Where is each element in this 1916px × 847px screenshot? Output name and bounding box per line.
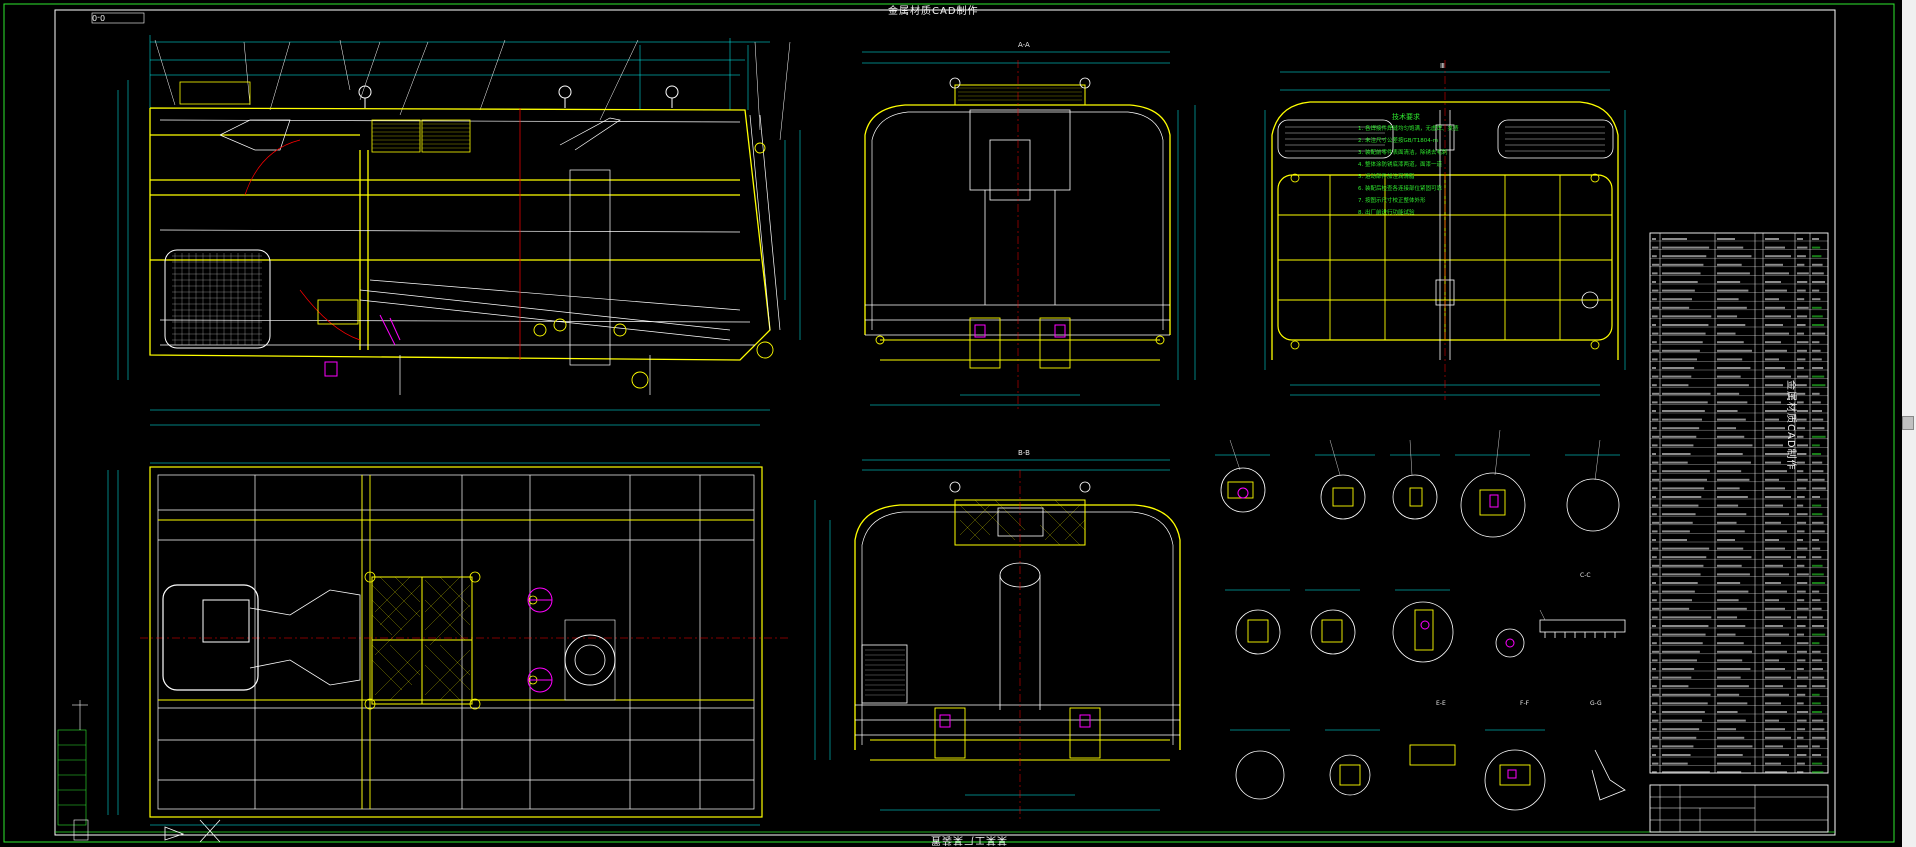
side-view xyxy=(117,35,801,426)
detail-label-gg: G-G xyxy=(1590,700,1602,707)
ucs-icon xyxy=(164,819,221,843)
rear-view xyxy=(1264,60,1626,400)
plan-view xyxy=(107,462,790,826)
front-view-top xyxy=(862,51,1196,410)
detail-label-ee: E-E xyxy=(1436,700,1446,707)
detail-label-cc: C-C xyxy=(1580,572,1591,579)
detail-label-ff: F-F xyxy=(1520,700,1530,707)
drawing-title-top: 金属材质CAD制作 xyxy=(888,6,979,17)
front-view-bottom xyxy=(814,459,1181,820)
scrollbar-thumb[interactable] xyxy=(1902,416,1914,430)
technical-note: 4. 整体涂防锈底漆两道，面漆一道 xyxy=(1358,162,1442,168)
section-label-aa: A-A xyxy=(1018,41,1030,49)
drawing-frame xyxy=(3,3,1895,843)
technical-note: 6. 装配后检查各连接部位紧固可靠 xyxy=(1358,186,1442,192)
technical-note: 1. 各焊接件焊缝均匀饱满，无虚焊、夹渣 xyxy=(1358,126,1459,132)
technical-notes-heading: 技术要求 xyxy=(1392,113,1420,121)
technical-note: 3. 装配前零件表面清洁，除锈去毛刺 xyxy=(1358,150,1448,156)
left-title-block xyxy=(57,700,89,841)
detail-views xyxy=(1215,429,1626,811)
technical-note: 2. 未注尺寸公差按GB/T1804-m xyxy=(1358,138,1439,144)
parts-table xyxy=(1649,232,1829,833)
drawing-title-side: 金属材质CAD制作 xyxy=(1785,380,1796,471)
drawing-number: 0-0 xyxy=(92,13,106,22)
vertical-scrollbar[interactable] xyxy=(1902,0,1916,847)
drawing-title-bottom: 某某工厂某装置 xyxy=(930,834,1007,845)
section-label-bb: B-B xyxy=(1018,449,1030,457)
technical-note: 7. 按图示尺寸校正整体外形 xyxy=(1358,198,1426,204)
technical-note: 8. 出厂前进行功能试验 xyxy=(1358,210,1415,216)
technical-note: 5. 运动部件加注润滑脂 xyxy=(1358,174,1415,180)
view-label-rear: Ⅲ xyxy=(1440,62,1445,70)
